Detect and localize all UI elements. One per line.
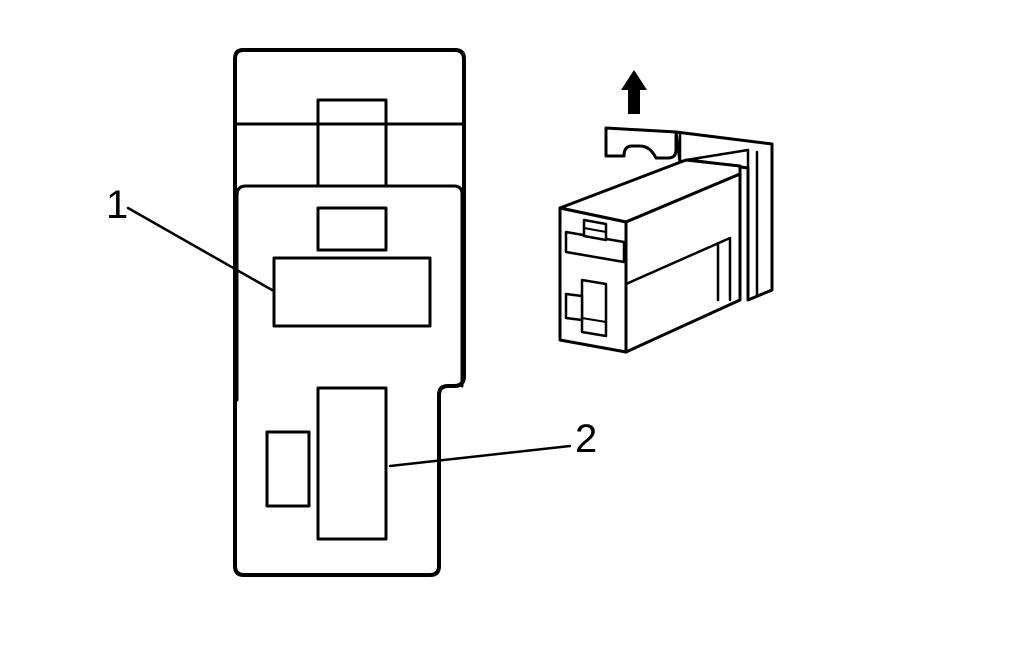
connector-side-step — [624, 236, 732, 302]
front-terminal-slot-lower-side — [564, 292, 584, 322]
callout-2: 2 — [388, 417, 597, 468]
terminal-cavity-2 — [316, 386, 388, 541]
connector-isometric-view — [558, 70, 774, 354]
inner-terminal-face — [235, 184, 464, 402]
front-terminal-slot-lower — [580, 278, 608, 338]
top-latch-tab — [316, 98, 388, 188]
connector-housing-outline — [233, 48, 466, 577]
terminal-cavity-1 — [272, 256, 432, 328]
callout-1-label: 1 — [106, 183, 128, 227]
callout-2-leader — [388, 444, 572, 468]
arrow-up-icon — [621, 70, 647, 114]
terminal-cavity-side — [265, 430, 311, 508]
callout-1-leader — [126, 206, 274, 292]
callout-1: 1 — [106, 183, 274, 292]
terminal-cavity-small — [316, 206, 388, 252]
connector-face-view — [233, 48, 466, 577]
rear-latch-plate — [604, 126, 678, 160]
callout-2-label: 2 — [575, 417, 597, 461]
